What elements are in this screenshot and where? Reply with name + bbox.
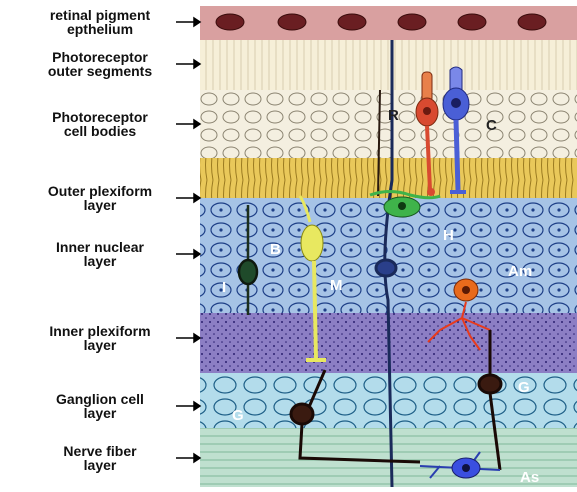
astrocyte-letter: As	[520, 469, 539, 486]
cone-letter: C	[486, 117, 497, 134]
label-inner-nuclear: Inner nuclearlayer	[0, 240, 200, 268]
label-nerve-fiber: Nerve fiberlayer	[0, 444, 200, 472]
label-retinal-pigment: retinal pigmentepthelium	[0, 8, 200, 36]
rod-letter: R	[388, 107, 399, 124]
label-cell-bodies: Photoreceptorcell bodies	[0, 110, 200, 138]
label-inner-plexiform: Inner plexiformlayer	[0, 324, 200, 352]
horizontal-letter: H	[443, 227, 454, 244]
ganglion-upper-letter: G	[518, 379, 530, 396]
layer-bands	[200, 6, 577, 487]
bipolar-letter: B	[270, 241, 281, 258]
interplexiform-letter: I	[222, 279, 226, 296]
ganglion-lower-letter: G	[232, 407, 244, 424]
label-ganglion: Ganglion celllayer	[0, 392, 200, 420]
amacrine-letter: Am	[508, 263, 532, 280]
label-outer-segments: Photoreceptorouter segments	[0, 50, 200, 78]
muller-letter: M	[330, 277, 343, 294]
label-outer-plexiform: Outer plexiformlayer	[0, 184, 200, 212]
